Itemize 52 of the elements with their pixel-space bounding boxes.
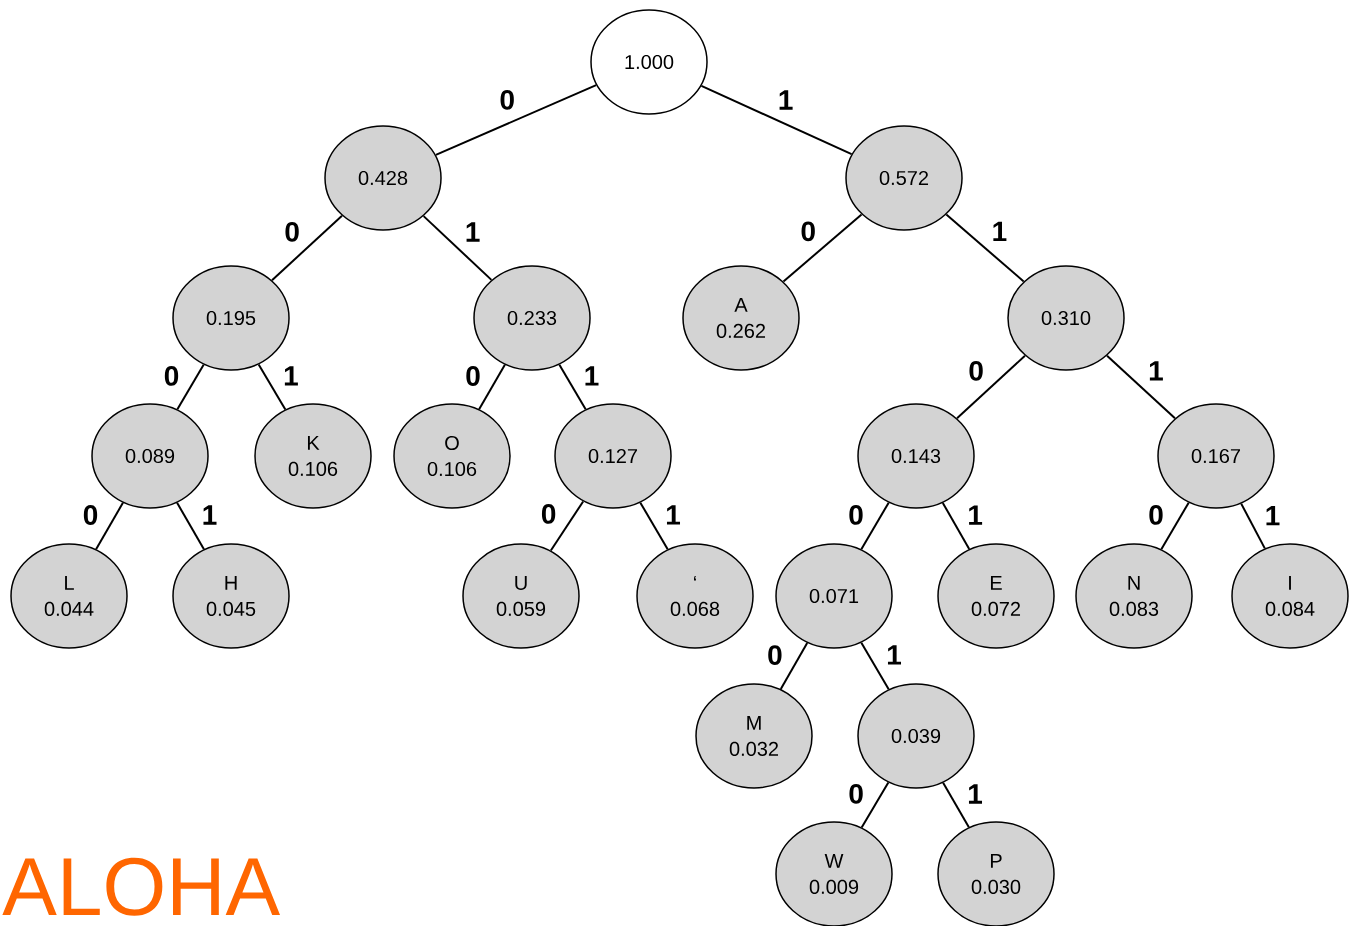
edge-label: 1: [779, 90, 793, 110]
circle-node: L 0.044: [10, 543, 128, 649]
edge-line: [700, 84, 853, 156]
circle-node: M 0.032: [695, 683, 813, 789]
edge-line: [422, 215, 493, 281]
edge-label: 0: [500, 89, 514, 110]
edge-line: [271, 214, 343, 282]
edge-line: [257, 363, 287, 411]
edge-line: [860, 781, 890, 829]
edge-label: 1: [1149, 361, 1163, 381]
edge-label: 1: [466, 222, 480, 242]
edge-line: [956, 354, 1026, 420]
circle-node: 0.428: [324, 125, 442, 231]
edge-line: [942, 781, 970, 829]
edge-line: [860, 501, 890, 551]
edge-label: 0: [969, 360, 983, 381]
edge-line: [1160, 501, 1190, 551]
edge-line: [1106, 354, 1176, 420]
edge-line: [176, 363, 205, 411]
circle-node: N 0.083: [1075, 543, 1193, 649]
edge-line: [1240, 502, 1266, 550]
edge-line: [639, 501, 669, 551]
circle-node: E 0.072: [937, 543, 1055, 649]
circle-node: 0.310: [1007, 265, 1125, 371]
edge-label: 1: [1266, 506, 1280, 526]
circle-node: W 0.009: [775, 821, 893, 926]
edge-label: 0: [285, 221, 299, 242]
circle-node: 0.572: [845, 125, 963, 231]
edge-line: [860, 641, 890, 691]
edge-label: 0: [801, 221, 815, 242]
word-label: ALOHA: [2, 857, 280, 916]
circle-node: P 0.030: [937, 821, 1055, 926]
edge-line: [434, 84, 598, 156]
edge-line: [478, 363, 506, 411]
edge-line: [176, 501, 205, 551]
circle-node: H 0.045: [172, 543, 290, 649]
circle-node: I 0.084: [1231, 543, 1349, 649]
circle-node: O 0.106: [393, 403, 511, 509]
edge-line: [782, 213, 863, 283]
circle-node: ‘ 0.068: [636, 543, 754, 649]
circle-node: U 0.059: [462, 543, 580, 649]
edge-line: [941, 501, 971, 551]
circle-node: 1.000: [590, 9, 708, 115]
circle-node: K 0.106: [254, 403, 372, 509]
edge-line: [945, 213, 1025, 283]
edge-line: [779, 641, 809, 691]
circle-node: A 0.262: [682, 265, 800, 371]
edge-label: 1: [993, 221, 1007, 242]
edge-label: 0: [541, 504, 556, 524]
edge-line: [549, 500, 585, 552]
edge-line: [558, 363, 587, 411]
edge-line: [95, 501, 124, 551]
